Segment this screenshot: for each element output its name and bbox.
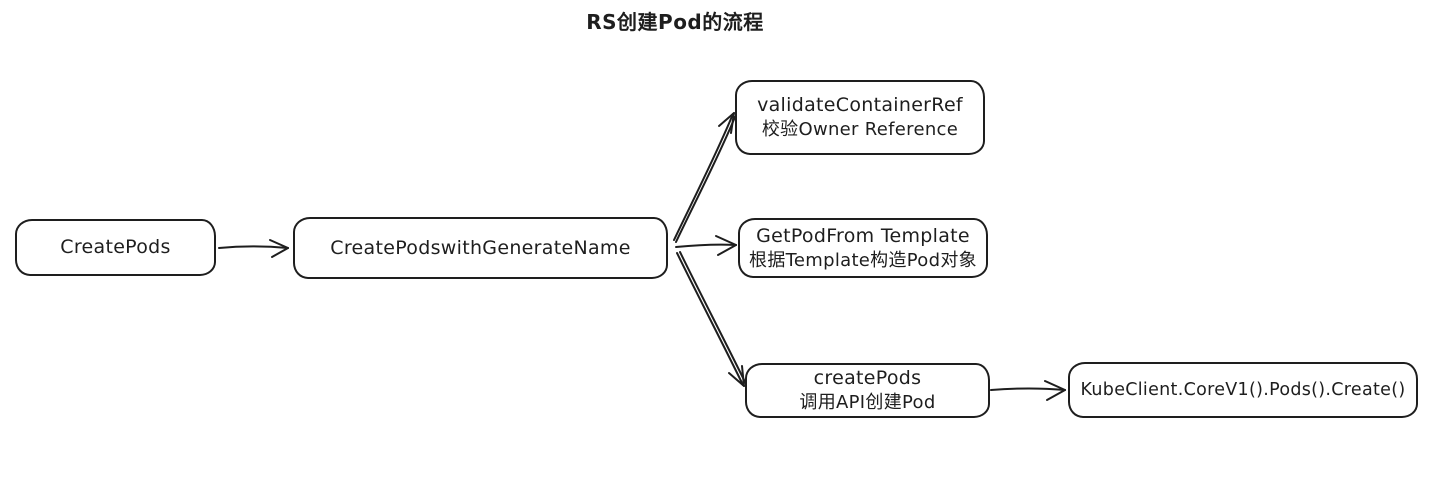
node-label: validateContainerRef <box>757 94 963 117</box>
diagram-title: RS创建Pod的流程 <box>586 10 764 34</box>
arrow-generatename-to-validate <box>673 112 736 243</box>
node-sublabel: 调用API创建Pod <box>799 392 936 414</box>
node-label: createPods <box>813 367 922 390</box>
node-create-pods-with-generate-name: CreatePodswithGenerateName <box>293 217 668 279</box>
node-label: KubeClient.CoreV1().Pods().Create() <box>1080 379 1406 400</box>
node-validate-container-ref: validateContainerRef 校验Owner Reference <box>735 80 985 155</box>
node-label: CreatePodswithGenerateName <box>330 236 631 259</box>
arrow-generatename-to-getpod <box>675 235 737 256</box>
arrow-createpodsapi-to-kubeclient <box>990 380 1066 401</box>
node-label: GetPodFrom Template <box>756 224 970 247</box>
node-create-pods: CreatePods <box>15 219 216 276</box>
node-sublabel: 校验Owner Reference <box>761 119 959 141</box>
arrow-createpods-to-generatename <box>218 239 289 258</box>
arrow-generatename-to-createpodsapi <box>676 251 747 387</box>
node-create-pods-api: createPods 调用API创建Pod <box>745 363 990 418</box>
node-kube-client-create: KubeClient.CoreV1().Pods().Create() <box>1068 362 1418 418</box>
node-label: CreatePods <box>60 236 171 259</box>
node-get-pod-from-template: GetPodFrom Template 根据Template构造Pod对象 <box>738 218 988 278</box>
node-sublabel: 根据Template构造Pod对象 <box>749 249 977 271</box>
